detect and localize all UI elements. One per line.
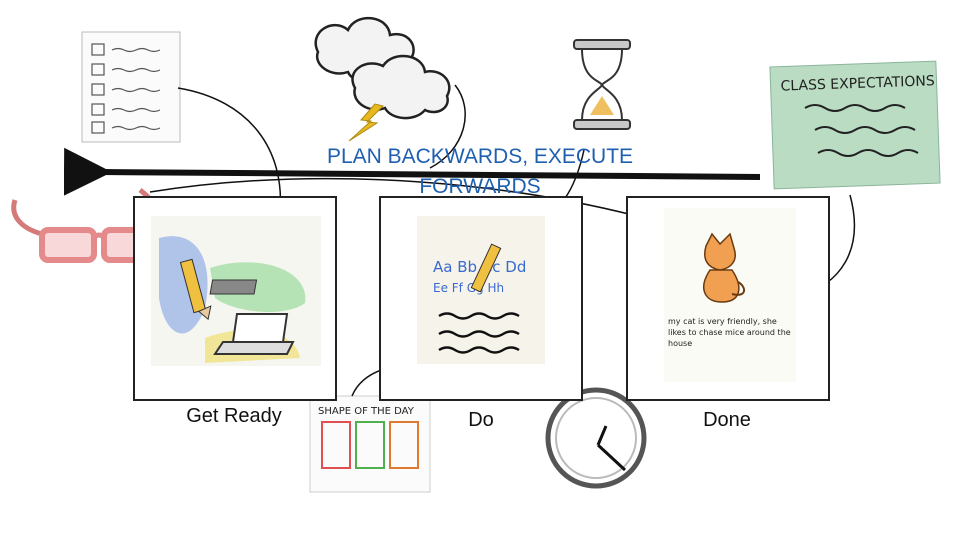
hourglass-sketch — [573, 39, 631, 130]
backward-arrow — [63, 147, 761, 196]
done-note-text: my cat is very friendly, she likes to ch… — [668, 317, 791, 348]
do-sketch: Aa Bb Cc Dd Ee Ff Gg Hh — [417, 216, 545, 364]
storm-cloud-sketch — [314, 16, 451, 142]
arrow-cloud-to-backward — [429, 84, 466, 169]
stage-frame-do: Aa Bb Cc Dd Ee Ff Gg Hh — [379, 196, 583, 401]
shape-of-the-day-sheet: SHAPE OF THE DAY — [309, 395, 431, 493]
cat-icon — [703, 232, 745, 303]
checklist-sketch — [81, 31, 181, 143]
pencil-icon — [470, 243, 502, 293]
done-sketch: my cat is very friendly, she likes to ch… — [664, 208, 796, 382]
svg-text:CLASS EXPECTATIONS: CLASS EXPECTATIONS — [780, 73, 935, 94]
stage-label-done: Done — [703, 409, 751, 431]
laptop-icon — [213, 313, 295, 355]
class-expectations-sheet: CLASS EXPECTATIONS — [769, 60, 941, 190]
eraser-icon — [209, 279, 258, 295]
diagram-title: PLAN BACKWARDS, EXECUTE FORWARDS — [326, 145, 634, 198]
svg-text:Aa Bb Cc Dd: Aa Bb Cc Dd — [433, 258, 526, 276]
stage-label-do: Do — [468, 409, 494, 431]
clock-sketch — [545, 387, 647, 489]
svg-text:SHAPE OF THE DAY: SHAPE OF THE DAY — [318, 406, 415, 417]
stage-frame-done: my cat is very friendly, she likes to ch… — [626, 196, 830, 401]
arrow-glasses-to-done — [149, 177, 680, 228]
svg-text:Ee Ff Gg Hh: Ee Ff Gg Hh — [433, 281, 504, 295]
stage-label-get-ready: Get Ready — [186, 405, 282, 427]
arrow-checklist-to-getready — [177, 87, 280, 212]
pencil-icon — [179, 258, 212, 321]
get-ready-sketch — [151, 216, 321, 366]
stage-frame-get-ready — [133, 196, 337, 401]
